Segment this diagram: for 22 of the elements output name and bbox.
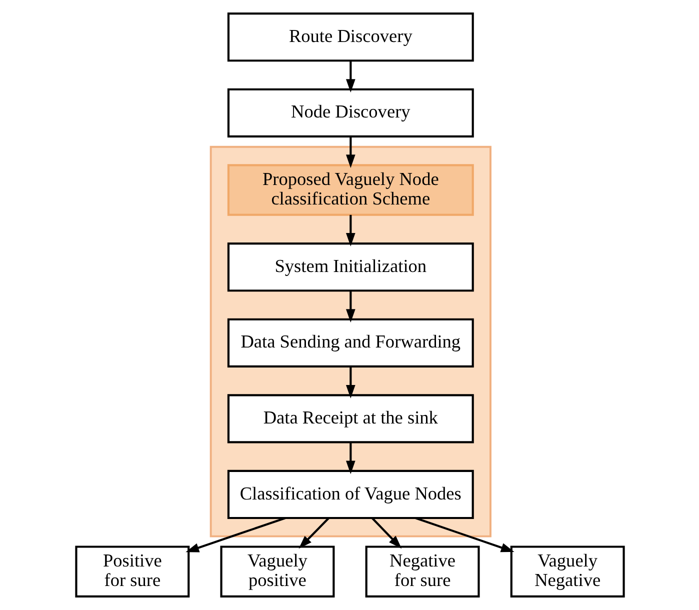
arrow [298,517,329,549]
arrow [345,442,355,474]
arrow [345,290,355,323]
node-box: Data Receipt at the sink [226,394,474,444]
node-box: Vaguely positive [220,546,334,598]
node-box: Negative for sure [364,546,480,598]
node-box: Route Discovery [226,12,474,62]
node-box: Data Sending and Forwarding [226,318,474,368]
arrow [414,517,514,552]
arrow [345,60,355,93]
node-box: Classification of Vague Nodes [226,470,474,520]
node-box: Positive for sure [74,546,190,598]
arrow [345,214,355,246]
node-box: Proposed Vaguely Node classification Scheme [226,164,474,216]
arrow [345,136,355,168]
node-box: Vaguely Negative [510,546,624,598]
node-box: System Initialization [226,242,474,292]
arrow [370,517,402,549]
node-box: Node Discovery [226,88,474,138]
arrow [345,366,355,398]
cluster [209,146,491,538]
arrow [185,517,285,552]
